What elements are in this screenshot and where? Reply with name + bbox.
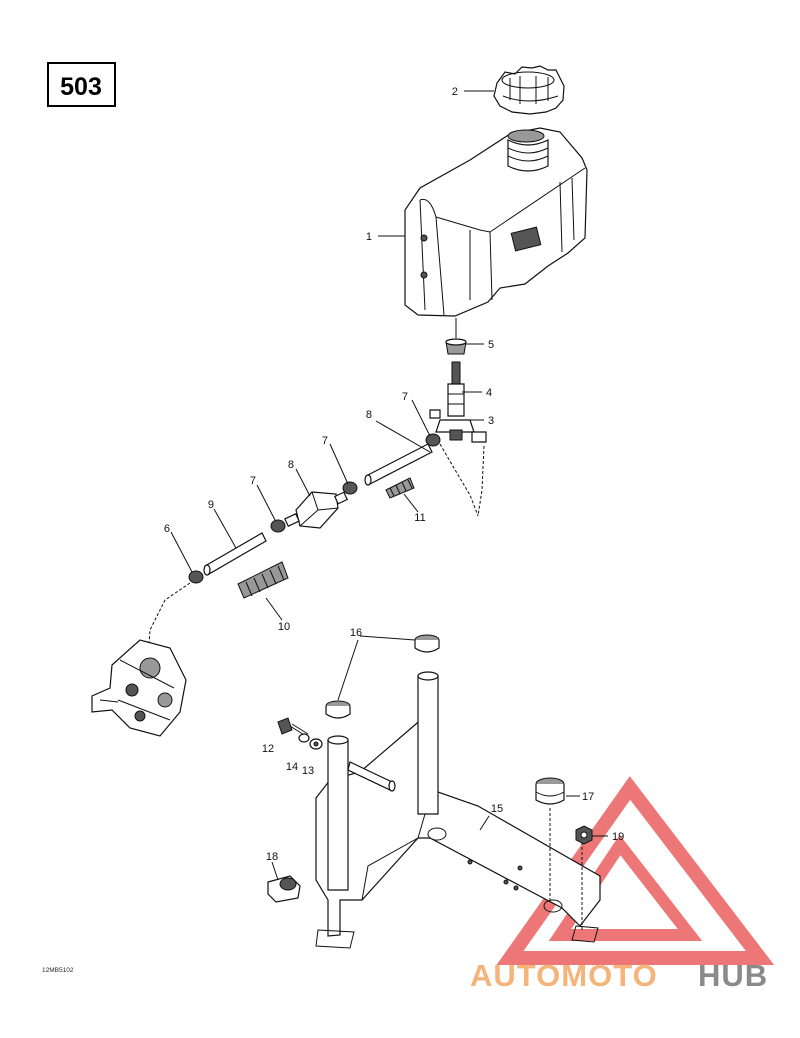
callout-19: 19 [612, 831, 624, 843]
callout-1: 1 [366, 231, 372, 243]
callout-14: 14 [286, 761, 298, 773]
support-bracket-drawing [315, 671, 601, 949]
page-number-box: 503 [47, 62, 116, 107]
callout-9-lower: 9 [208, 499, 214, 511]
callout-10: 10 [278, 621, 290, 633]
upper-hose-drawing [364, 443, 433, 499]
filter-drawing [270, 481, 358, 533]
callout-5: 5 [488, 339, 494, 351]
callout-8: 8 [288, 459, 294, 471]
oil-tank-drawing [404, 127, 588, 317]
callout-7-middle: 7 [322, 435, 328, 447]
callout-7-lower: 7 [250, 475, 256, 487]
clip-drawing [267, 875, 301, 903]
leader-lines [170, 90, 608, 881]
callout-7-upper: 7 [402, 391, 408, 403]
callout-4: 4 [486, 387, 492, 399]
reference-code: 12MB5102 [42, 967, 74, 974]
callout-18: 18 [266, 851, 278, 863]
callout-15: 15 [491, 803, 503, 815]
callout-17: 17 [582, 791, 594, 803]
lower-hose-drawing [147, 532, 289, 661]
callout-16: 16 [350, 627, 362, 639]
callout-6: 6 [164, 523, 170, 535]
screw-washer-drawing [277, 717, 323, 750]
outlet-assembly-drawing [425, 318, 487, 517]
oil-pump-drawing [91, 639, 187, 737]
watermark-text-right: HUB [698, 958, 768, 993]
page-number: 503 [60, 73, 102, 101]
callout-9-upper: 8 [366, 409, 372, 421]
callout-3: 3 [488, 415, 494, 427]
grommet-17-drawing [535, 777, 593, 845]
tank-cap-drawing [493, 65, 565, 115]
callout-13: 13 [302, 765, 314, 777]
callout-11: 11 [414, 512, 425, 524]
callout-2: 2 [452, 86, 458, 98]
grommet-16-drawing [325, 634, 440, 719]
callout-labels: 2 1 5 4 3 7 8 7 8 7 9 6 10 11 16 12 14 1… [164, 86, 624, 863]
callout-12: 12 [262, 743, 274, 755]
watermark-text-left: AUTOMOTO [470, 958, 658, 993]
watermark-text: AUTOMOTO HUB [470, 958, 768, 993]
